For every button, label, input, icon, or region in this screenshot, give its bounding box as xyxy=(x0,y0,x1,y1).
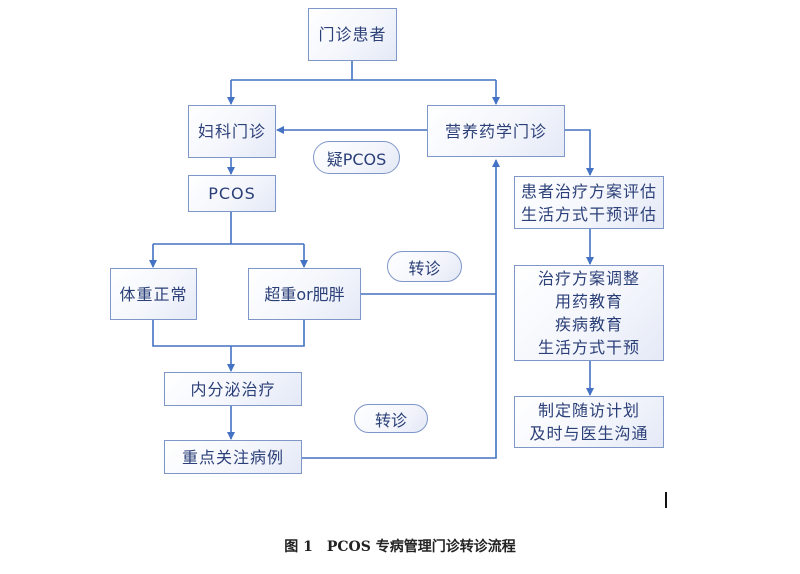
node-interventions-line: 疾病教育 xyxy=(554,315,623,334)
arrow-nutrition-to-assessment xyxy=(565,129,594,176)
node-assessment: 患者治疗方案评估 生活方式干预评估 xyxy=(514,176,664,229)
node-nutrition-pharmacy: 营养药学门诊 xyxy=(427,105,565,157)
connector-pcos-split xyxy=(153,212,304,245)
node-endocrine-label: 内分泌治疗 xyxy=(190,379,276,399)
connector-key-cases-referral xyxy=(302,159,500,459)
label-referral-1: 转诊 xyxy=(387,251,462,282)
node-overweight-label: 超重or肥胖 xyxy=(264,284,345,304)
label-suspected-pcos-text: 疑PCOS xyxy=(326,149,387,169)
connector-outpatient-split xyxy=(231,60,496,81)
node-interventions-line: 生活方式干预 xyxy=(537,338,640,357)
node-overweight: 超重or肥胖 xyxy=(248,268,361,320)
label-referral-2: 转诊 xyxy=(354,404,428,433)
node-followup-line: 制定随访计划 xyxy=(537,401,640,420)
node-followup-line: 及时与医生沟通 xyxy=(529,424,649,443)
node-assessment-line: 患者治疗方案评估 xyxy=(520,181,657,201)
node-interventions-line: 治疗方案调整 xyxy=(537,269,640,288)
node-interventions-line: 用药教育 xyxy=(554,292,623,311)
label-referral-1-text: 转诊 xyxy=(408,258,441,278)
connector-weight-join xyxy=(152,320,305,371)
node-normal-weight-label: 体重正常 xyxy=(119,284,188,304)
node-interventions: 治疗方案调整 用药教育 疾病教育 生活方式干预 xyxy=(514,265,664,361)
node-pcos-label: PCOS xyxy=(208,184,256,203)
figure-caption: 图 1 PCOS 专病管理门诊转诊流程 xyxy=(284,539,516,555)
node-nutrition-pharmacy-label: 营养药学门诊 xyxy=(444,121,547,141)
node-pcos: PCOS xyxy=(188,175,276,212)
node-outpatient-label: 门诊患者 xyxy=(318,25,387,44)
label-referral-2-text: 转诊 xyxy=(374,410,407,430)
node-followup: 制定随访计划 及时与医生沟通 xyxy=(514,396,664,448)
node-normal-weight: 体重正常 xyxy=(110,268,197,320)
node-endocrine: 内分泌治疗 xyxy=(164,372,302,406)
node-gynecology-label: 妇科门诊 xyxy=(197,122,266,141)
node-key-cases: 重点关注病例 xyxy=(164,440,302,474)
node-key-cases-label: 重点关注病例 xyxy=(181,447,284,467)
text-cursor xyxy=(665,492,667,508)
label-suspected-pcos: 疑PCOS xyxy=(313,141,400,174)
node-outpatient: 门诊患者 xyxy=(308,8,397,61)
node-gynecology: 妇科门诊 xyxy=(188,105,276,158)
node-assessment-line: 生活方式干预评估 xyxy=(520,204,657,224)
